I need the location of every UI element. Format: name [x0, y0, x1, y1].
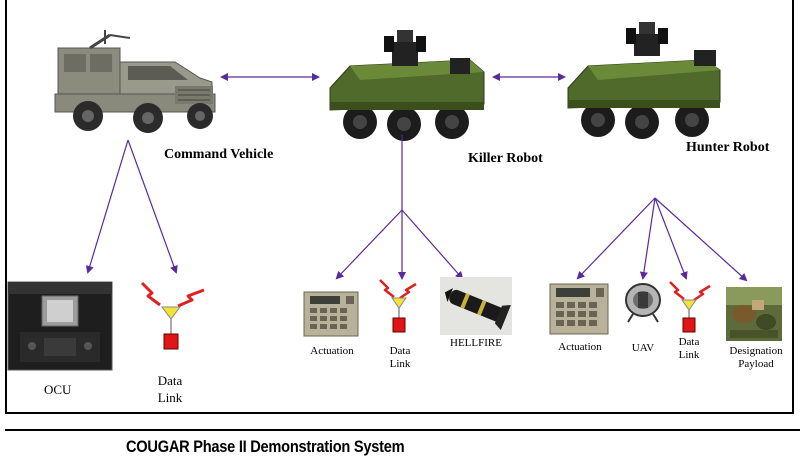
datalink-icon-killer	[379, 279, 417, 333]
designation-payload-label-line1: Designation	[729, 345, 783, 357]
datalink-icon-command	[140, 281, 205, 350]
hunter-datalink-label-line2: Link	[678, 349, 700, 361]
arrow-killer-actuation	[335, 209, 403, 280]
datalink-icon-hunter	[669, 281, 711, 333]
command-vehicle-label: Command Vehicle	[164, 147, 274, 162]
hunter-robot-label: Hunter Robot	[686, 140, 770, 155]
designation-payload-label: Designation Payload	[722, 345, 790, 371]
arrow-hunter-uav	[639, 197, 656, 280]
killer-datalink-label: Data Link	[384, 345, 416, 371]
killer-datalink-label-line2: Link	[389, 358, 411, 370]
hunter-actuation-label: Actuation	[558, 341, 602, 353]
arrow-killer-hellfire	[401, 209, 464, 280]
arrow-command-ocu	[85, 139, 129, 274]
command-datalink-label: Data Link	[148, 372, 192, 406]
uav-label: UAV	[631, 342, 655, 354]
hunter-datalink-label: Data Link	[672, 336, 706, 362]
arrow-hunter-designation	[654, 197, 748, 282]
hellfire-image	[440, 277, 512, 335]
command-datalink-label-line2: Link	[157, 390, 183, 405]
killer-robot-label: Killer Robot	[468, 151, 543, 166]
designation-payload-label-line2: Payload	[738, 358, 774, 370]
caption-title: COUGAR Phase II Demonstration System	[126, 437, 405, 456]
arrow-command-datalink	[127, 139, 178, 274]
command-datalink-label-line1: Data	[157, 373, 183, 388]
hunter-robot-image	[567, 22, 721, 139]
arrow-hunter-actuation	[576, 197, 656, 280]
killer-datalink-label-line1: Data	[389, 345, 411, 357]
hunter-datalink-label-line1: Data	[678, 336, 700, 348]
command-vehicle-image	[54, 30, 216, 133]
hellfire-label: HELLFIRE	[450, 337, 502, 349]
actuation-keypad-hunter	[549, 283, 609, 335]
killer-actuation-label: Actuation	[310, 345, 354, 357]
uav-image	[625, 283, 661, 323]
caption-separator	[5, 429, 800, 431]
ocu-label: OCU	[44, 382, 72, 397]
killer-robot-image	[329, 30, 485, 141]
designation-payload-image	[726, 287, 782, 341]
ocu-image	[7, 281, 113, 371]
actuation-keypad-killer	[303, 291, 359, 337]
arrow-hunter-datalink	[654, 197, 688, 280]
